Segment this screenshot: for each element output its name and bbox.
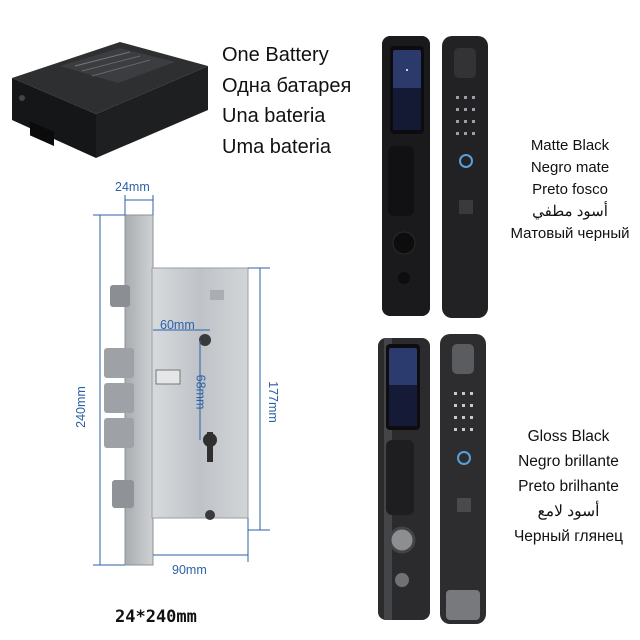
battery-label-block: One Battery Одна батарея Una bateria Uma… bbox=[222, 40, 351, 162]
gloss-label-ar: أسود لامع bbox=[537, 503, 600, 520]
matte-lock-image bbox=[382, 36, 488, 318]
dim-spindle-cylinder: 68mm bbox=[193, 374, 208, 410]
dim-height: 240mm bbox=[73, 386, 88, 428]
battery-label-pt: Uma bateria bbox=[222, 135, 331, 158]
dim-thickness: 24mm bbox=[115, 180, 150, 194]
matte-label-en: Matte Black bbox=[530, 137, 610, 154]
dim-handle-height: 177mm bbox=[265, 381, 280, 423]
battery-label-es: Una bateria bbox=[222, 105, 326, 127]
gloss-lock-image bbox=[378, 334, 486, 624]
gloss-finish-labels: Gloss Black Negro brillante Preto brilha… bbox=[497, 424, 640, 549]
matte-finish-labels: Matte Black Negro mate Preto fosco أسود … bbox=[500, 135, 640, 245]
gloss-label-ru: Черный глянец bbox=[513, 528, 624, 545]
matte-label-ar: أسود مطفي bbox=[532, 203, 608, 220]
matte-label-pt: Preto fosco bbox=[532, 181, 608, 198]
matte-label-ru: Матовый черный bbox=[510, 225, 630, 242]
gloss-label-pt: Preto brilhante bbox=[518, 478, 619, 495]
dim-body-width: 90mm bbox=[172, 563, 207, 577]
matte-label-es: Negro mate bbox=[530, 159, 610, 176]
mortise-lock-diagram bbox=[93, 195, 270, 566]
dim-backset: 60mm bbox=[160, 318, 195, 332]
battery-image bbox=[12, 42, 208, 158]
gloss-label-en: Gloss Black bbox=[527, 428, 610, 445]
battery-label-ru: Одна батарея bbox=[222, 74, 352, 97]
battery-label-en: One Battery bbox=[222, 44, 329, 66]
mortise-caption: 24*240mm bbox=[115, 607, 197, 627]
gloss-label-es: Negro brillante bbox=[518, 453, 619, 470]
